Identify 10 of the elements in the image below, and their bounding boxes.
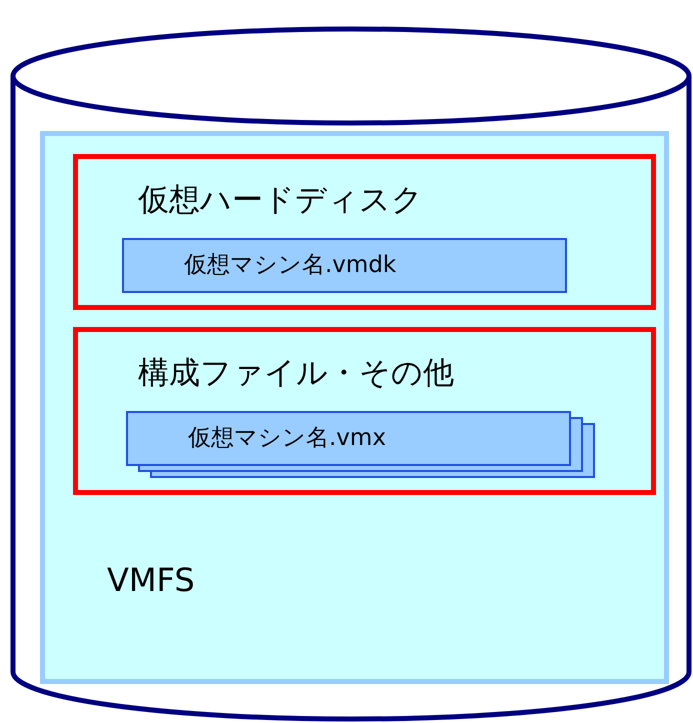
group-title: 仮想ハードディスク	[138, 181, 423, 220]
panel-label: VMFS	[107, 560, 195, 601]
file-name: 仮想マシン名.vmdk	[184, 251, 396, 280]
file-box	[122, 238, 567, 293]
group-box	[73, 327, 656, 495]
group-title: 構成ファイル・その他	[138, 354, 454, 393]
file-name: 仮想マシン名.vmx	[188, 424, 386, 454]
group-box	[73, 154, 656, 310]
storage-panel	[40, 131, 669, 684]
file-box	[126, 411, 571, 466]
